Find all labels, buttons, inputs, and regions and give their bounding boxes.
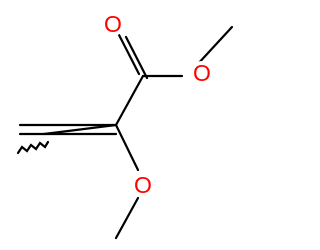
wavy-bond (16, 140, 50, 155)
alkene-bond-connector (42, 123, 118, 136)
carbonyl-oxygen-label: O (104, 11, 122, 37)
carbonyl-double-bond-2 (124, 35, 149, 80)
methoxy-oxygen: O (131, 172, 155, 198)
chemical-structure: O O O (16, 11, 234, 240)
bonds (16, 25, 234, 240)
ester-oxygen: O (190, 60, 214, 86)
methoxy-oxygen-label: O (134, 172, 152, 198)
carbonyl-oxygen: O (101, 11, 125, 37)
atom-labels: O O O (101, 11, 214, 198)
ester-methyl-bond (194, 25, 234, 68)
methoxy-methyl-bond (114, 196, 140, 240)
ester-oxygen-label: O (193, 60, 211, 86)
c2-carbonyl-carbon-bond (114, 74, 145, 127)
c2-methoxy-oxygen-bond (114, 123, 140, 172)
carbonyl-double-bond-1 (116, 31, 141, 76)
